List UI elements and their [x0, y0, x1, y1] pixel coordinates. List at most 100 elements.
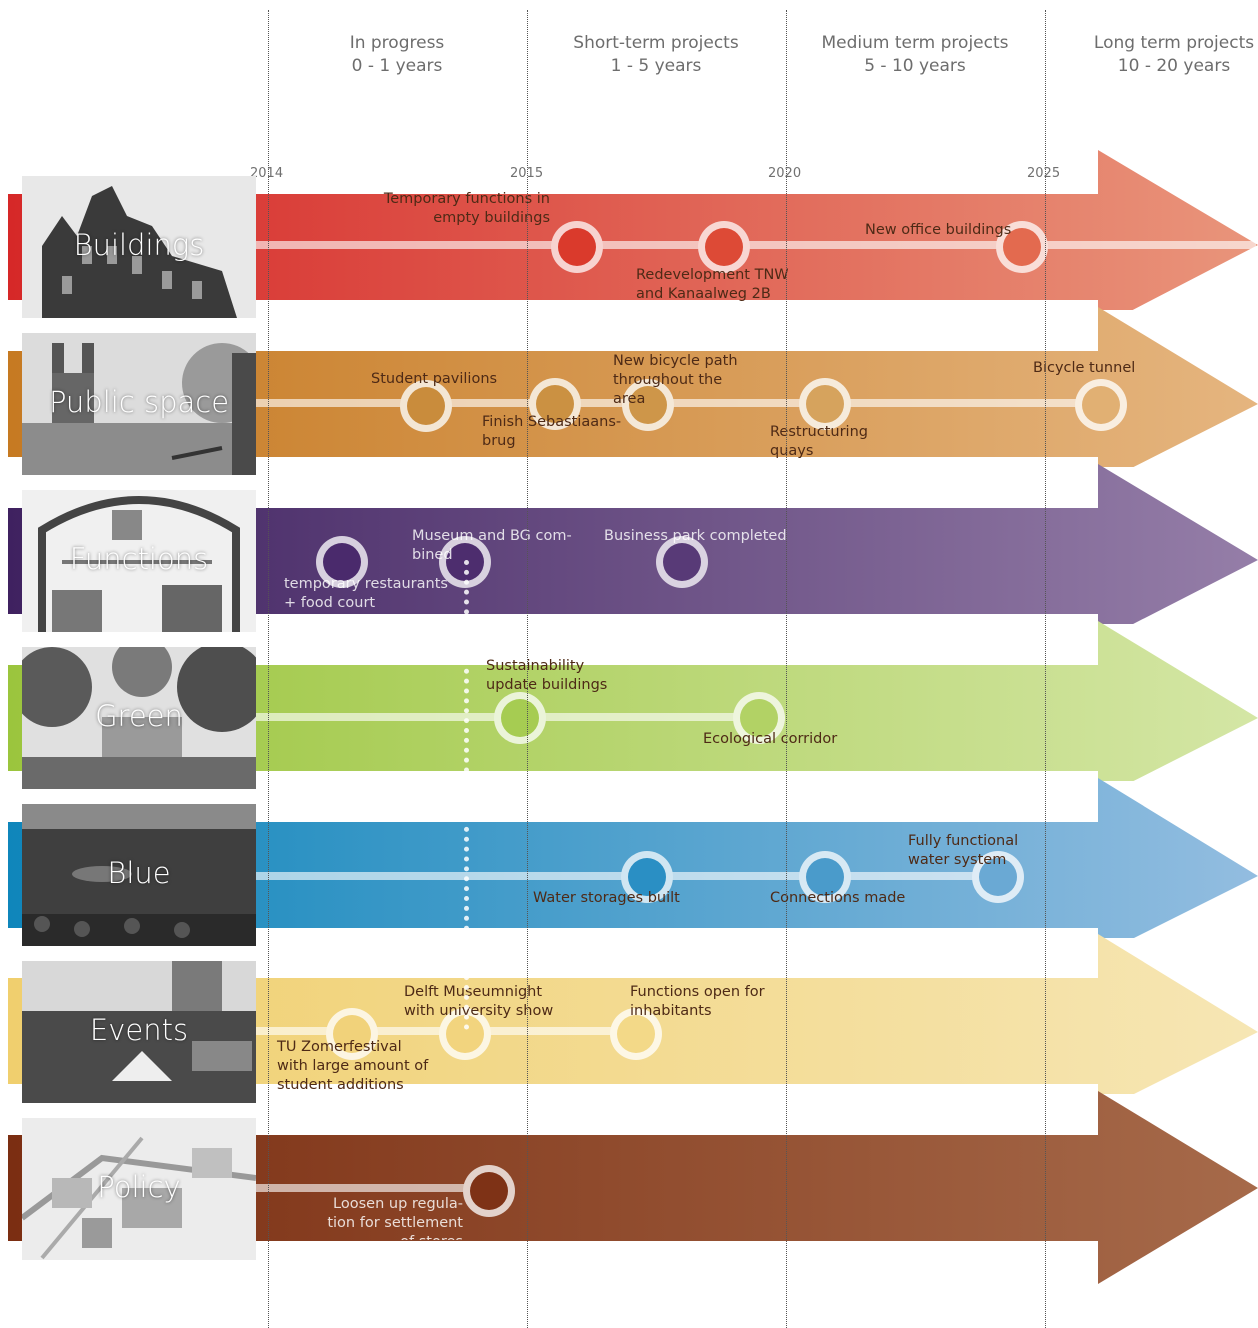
milestone-text: Connections made: [770, 890, 906, 906]
milestone-marker: [400, 380, 452, 432]
theme-label: Events: [89, 1013, 189, 1047]
phase-title: Short-term projects: [573, 33, 739, 53]
timeline-track: [256, 399, 1106, 407]
timeline-track: [256, 1184, 490, 1192]
theme-label: Blue: [107, 856, 171, 890]
photo-functions: Functions: [22, 490, 256, 632]
milestone-text: New office buildings: [865, 222, 1012, 238]
milestone-label: Redevelopment TNW and Kanaalweg 2B: [636, 266, 789, 304]
milestone-text: Student pavilions: [371, 371, 498, 387]
phase-range: 0 - 1 years: [351, 56, 443, 76]
phase-title: In progress: [349, 33, 445, 53]
milestone-marker: [799, 851, 851, 903]
milestone-marker: [972, 851, 1024, 903]
milestone-marker: [316, 536, 368, 588]
milestone-label: Bicycle tunnel: [1033, 359, 1135, 378]
theme-label: Buildings: [73, 228, 205, 262]
phase-header-medium-term: Medium term projects 5 - 10 years: [795, 32, 1035, 78]
milestone-marker: [610, 1008, 662, 1060]
milestone-marker: [551, 221, 603, 273]
milestone-text: Restructuring quays: [770, 424, 868, 459]
phase-range: 5 - 10 years: [864, 56, 966, 76]
phase-header-long-term: Long term projects 10 - 20 years: [1054, 32, 1258, 78]
milestone-label: Sustainability update buildings: [486, 657, 607, 695]
milestone-marker: [621, 851, 673, 903]
band-arrow: [8, 464, 1258, 624]
milestone-marker: [733, 692, 785, 744]
phase-divider: [527, 10, 528, 1328]
theme-label: Policy: [97, 1170, 181, 1204]
phase-range: 1 - 5 years: [610, 56, 702, 76]
milestone-text: Functions open for inhabitants: [630, 984, 765, 1019]
milestone-text: Sustainability update buildings: [486, 658, 608, 693]
photo-policy: Policy: [22, 1118, 256, 1260]
milestone-label: New office buildings: [865, 221, 1011, 240]
milestone-label: Finish Sebastiaans- brug: [482, 413, 621, 451]
milestone-marker: [622, 379, 674, 431]
milestone-text: Temporary functions in empty buildings: [383, 191, 550, 226]
milestone-marker: [656, 536, 708, 588]
phase-header-in-progress: In progress 0 - 1 years: [277, 32, 517, 78]
milestone-text: Water storages built: [533, 890, 680, 906]
milestone-label: New bicycle path throughout the area: [613, 352, 738, 409]
milestone-label: Temporary functions in empty buildings: [372, 190, 550, 228]
milestone-marker: [1075, 379, 1127, 431]
milestone-marker: [698, 221, 750, 273]
milestone-label: temporary restaurants + food court: [284, 575, 448, 613]
milestone-label: Loosen up regula- tion for settlement of…: [312, 1195, 463, 1240]
photo-buildings: Buildings: [22, 176, 256, 318]
milestone-marker: [463, 1165, 515, 1217]
milestone-marker: [326, 1008, 378, 1060]
milestone-text: Fully functional water system: [908, 833, 1019, 868]
photo-events: Events: [22, 961, 256, 1103]
phase-divider: [268, 10, 269, 1328]
milestone-label: Delft Museumnight with university show: [404, 983, 553, 1021]
theme-label: Public space: [48, 385, 230, 419]
milestone-label: Ecological corridor: [703, 730, 837, 749]
band-arrow: [8, 1091, 1258, 1284]
phase-title: Long term projects: [1093, 33, 1255, 53]
milestone-text: Museum and BG com- bined: [412, 528, 572, 563]
milestone-text: Business park completed: [604, 528, 787, 544]
milestone-label: Museum and BG com- bined: [412, 527, 572, 565]
milestone-label: TU Zomerfestival with large amount of st…: [277, 1038, 428, 1095]
year-label-2014: 2014: [250, 166, 284, 181]
milestone-connector: [464, 560, 469, 1030]
milestone-text: New bicycle path throughout the area: [613, 353, 738, 407]
phase-divider: [786, 10, 787, 1328]
photo-green: Green: [22, 647, 256, 789]
milestone-label: Water storages built: [533, 889, 680, 908]
milestone-label: Student pavilions: [371, 370, 497, 389]
band-buildings: [0, 150, 1258, 310]
milestone-text: temporary restaurants + food court: [284, 576, 448, 611]
milestone-marker: [529, 378, 581, 430]
milestone-text: Ecological corridor: [703, 731, 838, 747]
milestone-label: Business park completed: [604, 527, 787, 546]
milestone-text: Loosen up regula- tion for settlement of…: [327, 1196, 463, 1240]
milestone-marker: [494, 692, 546, 744]
milestone-label: Connections made: [770, 889, 905, 908]
milestone-label: Functions open for inhabitants: [630, 983, 765, 1021]
milestone-text: Finish Sebastiaans- brug: [482, 414, 622, 449]
phase-range: 10 - 20 years: [1117, 56, 1231, 76]
milestone-marker: [799, 378, 851, 430]
photo-public-space: Public space: [22, 333, 256, 475]
milestone-marker: [996, 221, 1048, 273]
phase-header-short-term: Short-term projects 1 - 5 years: [536, 32, 776, 78]
photo-blue: Blue: [22, 804, 256, 946]
band-green: [0, 621, 1258, 781]
band-policy: [0, 1091, 1258, 1284]
milestone-text: Bicycle tunnel: [1033, 360, 1136, 376]
year-label-2025: 2025: [1027, 166, 1061, 181]
band-arrow: [8, 621, 1258, 781]
milestone-text: Redevelopment TNW and Kanaalweg 2B: [636, 267, 789, 302]
phase-divider: [1045, 10, 1046, 1328]
band-arrow: [8, 150, 1258, 310]
phase-title: Medium term projects: [821, 33, 1009, 53]
band-functions: [0, 464, 1258, 624]
theme-label: Green: [95, 699, 183, 733]
theme-label: Functions: [69, 542, 209, 576]
milestone-label: Fully functional water system: [908, 832, 1018, 870]
timeline-track: [256, 241, 1256, 249]
milestone-text: TU Zomerfestival with large amount of st…: [277, 1039, 429, 1093]
